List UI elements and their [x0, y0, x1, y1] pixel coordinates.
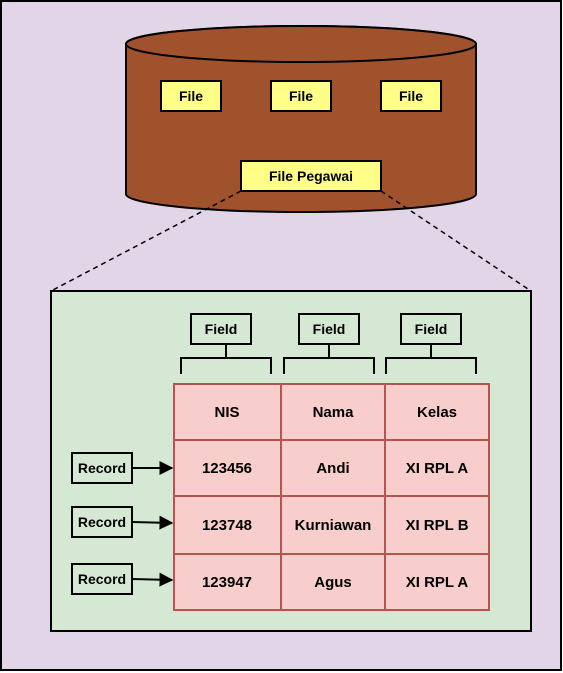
- record-text: Record: [78, 514, 126, 530]
- table-cell: [173, 383, 282, 441]
- file-box-2: File: [270, 80, 332, 112]
- field-label-3: Field: [400, 313, 462, 345]
- table-cell: [173, 495, 282, 555]
- file-box-1: File: [160, 80, 222, 112]
- table-cell-text: XI RPL A: [406, 460, 469, 477]
- file-pegawai-box: File Pegawai: [240, 160, 382, 192]
- table-cell: [384, 439, 490, 497]
- table-cell-text: XI RPL B: [405, 517, 468, 534]
- table-cell-text: XI RPL A: [406, 574, 469, 591]
- database-cylinder: [125, 25, 477, 213]
- record-text: Record: [78, 571, 126, 587]
- field-brackets: [180, 344, 477, 374]
- table-cell-text: Andi: [316, 460, 349, 477]
- table-cell-text: 123456: [202, 460, 252, 477]
- field-label-2: Field: [298, 313, 360, 345]
- file-pegawai-label: File Pegawai: [269, 168, 353, 184]
- table-cell-text: 123947: [202, 574, 252, 591]
- column-header-kelas: Kelas: [417, 404, 457, 421]
- file-label: File: [179, 88, 203, 104]
- table-cell-text: Agus: [314, 574, 352, 591]
- table-cell: [173, 553, 282, 611]
- file-label: File: [289, 88, 313, 104]
- field-bracket-3: [385, 344, 477, 374]
- file-box-3: File: [380, 80, 442, 112]
- field-text: Field: [415, 321, 448, 337]
- table-cell: [384, 495, 490, 555]
- field-text: Field: [313, 321, 346, 337]
- field-label-1: Field: [190, 313, 252, 345]
- table-cell: [173, 439, 282, 497]
- zoom-line-right: [380, 190, 532, 292]
- record-arrow-3: [131, 572, 174, 587]
- table-cell-text: Kurniawan: [295, 517, 372, 534]
- column-header-nis: NIS: [214, 404, 239, 421]
- field-bracket-2: [283, 344, 375, 374]
- record-text: Record: [78, 460, 126, 476]
- table-cell: [280, 495, 386, 555]
- field-text: Field: [205, 321, 238, 337]
- table-cell-text: 123748: [202, 517, 252, 534]
- column-header-nama: Nama: [313, 404, 355, 421]
- record-label-3: Record: [71, 563, 133, 595]
- file-label: File: [399, 88, 423, 104]
- record-arrow-2: [131, 515, 174, 530]
- table-cell: [280, 439, 386, 497]
- field-bracket-1: [180, 344, 272, 374]
- record-label-2: Record: [71, 506, 133, 538]
- data-table: [173, 383, 490, 611]
- table-cell: [384, 553, 490, 611]
- record-label-1: Record: [71, 452, 133, 484]
